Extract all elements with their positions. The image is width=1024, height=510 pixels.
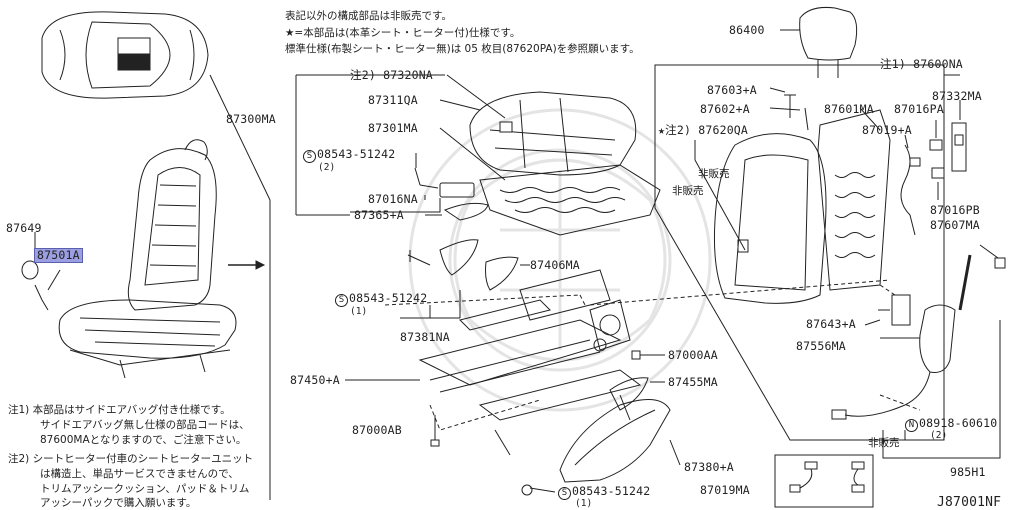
footnote-2-line-1: 注2) シートヒーター付車のシートヒーターユニット bbox=[8, 453, 254, 465]
header-note-2: ★=本部品は(本革シート・ヒーター付)仕様です。 bbox=[285, 27, 521, 39]
footnote-1-line-1: 注1) 本部品はサイドエアバッグ付き仕様です。 bbox=[8, 404, 231, 416]
part-87381na[interactable]: 87381NA bbox=[400, 330, 450, 344]
panel-87332ma bbox=[951, 122, 967, 172]
footnote-1-line-3: 87600MAとなりますので、ご注意下さい。 bbox=[40, 434, 247, 446]
switch-87016na bbox=[439, 182, 475, 198]
car-leader-line bbox=[209, 74, 271, 500]
harness-87019ma bbox=[774, 454, 874, 508]
car-top-view bbox=[41, 11, 209, 99]
s-symbol: S bbox=[335, 294, 348, 307]
footnote-1-line-2: サイドエアバッグ無し仕様の部品コードは、 bbox=[40, 419, 250, 431]
part-number: 08543-51242 bbox=[572, 484, 651, 498]
part-87649[interactable]: 87649 bbox=[6, 221, 42, 235]
cover-87406ma bbox=[485, 256, 519, 291]
screw-87603a bbox=[784, 94, 796, 118]
finisher-87380a bbox=[559, 399, 671, 483]
header-note-3: 標準仕様(布製シート・ヒーター無)は 05 枚目(87620PA)を参照願います… bbox=[285, 43, 640, 55]
footnote-2-line-4: アッシーパックで購入願います。 bbox=[40, 497, 197, 509]
rail-87607ma bbox=[958, 254, 972, 311]
part-87380a[interactable]: 87380+A bbox=[684, 460, 734, 474]
qty-08543-b: (1) bbox=[350, 306, 368, 317]
part-87406ma[interactable]: 87406MA bbox=[530, 258, 580, 272]
seatback-trim bbox=[713, 133, 827, 304]
cushion-trim bbox=[469, 91, 637, 176]
cushion-frame bbox=[479, 164, 661, 236]
not-sold-mark-3: 非販売 bbox=[868, 437, 900, 449]
part-87601ma[interactable]: 87601MA bbox=[824, 102, 874, 116]
part-87556ma[interactable]: 87556MA bbox=[796, 339, 846, 353]
screw-87602a bbox=[804, 107, 809, 131]
cover-87381na bbox=[439, 239, 479, 276]
qty-08543-a: (2) bbox=[318, 162, 336, 173]
part-87603a[interactable]: 87603+A bbox=[707, 83, 757, 97]
part-87019a[interactable]: 87019+A bbox=[862, 123, 912, 137]
watermark-emblem bbox=[408, 108, 712, 412]
n-symbol: N bbox=[905, 419, 918, 432]
footnote-2-line-3: トリムアッシークッション、パッド＆トリム bbox=[40, 483, 250, 495]
part-87320na[interactable]: 注2) 87320NA bbox=[350, 68, 433, 82]
switch-87016pb bbox=[931, 167, 945, 179]
headrest-86400 bbox=[799, 7, 858, 78]
header-note-1: 表記以外の構成部品は非販売です。 bbox=[285, 10, 452, 22]
cover-87455ma bbox=[609, 377, 649, 411]
diagram-id: J87001NF bbox=[937, 495, 1002, 510]
seat-frame-rails bbox=[418, 269, 642, 456]
part-87019ma[interactable]: 87019MA bbox=[700, 483, 750, 497]
s-symbol: S bbox=[558, 487, 571, 500]
part-87016pa[interactable]: 87016PA bbox=[894, 102, 944, 116]
part-87000ab[interactable]: 87000AB bbox=[352, 423, 402, 437]
harness-87019a bbox=[900, 144, 916, 236]
airbag-87556ma bbox=[831, 304, 956, 420]
part-87643a[interactable]: 87643+A bbox=[806, 317, 856, 331]
part-87301ma[interactable]: 87301MA bbox=[368, 121, 418, 135]
part-87016na[interactable]: 87016NA bbox=[368, 192, 418, 206]
part-87450a[interactable]: 87450+A bbox=[290, 373, 340, 387]
part-87000aa[interactable]: 87000AA bbox=[668, 348, 718, 362]
part-87365a[interactable]: 87365+A bbox=[354, 208, 404, 222]
part-87602a[interactable]: 87602+A bbox=[700, 102, 750, 116]
qty-08918: (2) bbox=[930, 430, 948, 441]
part-number: 08918-60610 bbox=[919, 416, 998, 430]
not-sold-mark-2: 非販売 bbox=[672, 185, 704, 197]
part-87455ma[interactable]: 87455MA bbox=[668, 375, 718, 389]
part-87607ma[interactable]: 87607MA bbox=[930, 218, 980, 232]
seatback-frame bbox=[817, 109, 891, 291]
bracket-87643a bbox=[891, 294, 911, 326]
part-87016pb[interactable]: 87016PB bbox=[930, 203, 980, 217]
clip-87501a bbox=[34, 284, 49, 311]
footnote-2-line-2: は構造上、単品サービスできませんので、 bbox=[40, 468, 239, 480]
not-sold-mark-1: 非販売 bbox=[698, 168, 730, 180]
cover-87365a bbox=[443, 202, 489, 221]
switch-87016pa bbox=[929, 139, 943, 151]
part-87600na[interactable]: 注1) 87600NA bbox=[880, 57, 963, 71]
part-87620qa[interactable]: ★注2) 87620QA bbox=[658, 123, 749, 137]
part-87332ma[interactable]: 87332MA bbox=[932, 89, 982, 103]
part-985h1[interactable]: 985H1 bbox=[950, 465, 986, 479]
part-87300ma[interactable]: 87300MA bbox=[226, 112, 276, 126]
part-87501a-highlighted[interactable]: 87501A bbox=[34, 248, 83, 263]
knob-87649 bbox=[21, 260, 39, 280]
part-number: 08543-51242 bbox=[317, 147, 396, 161]
complete-seat-illustration bbox=[58, 139, 237, 379]
part-86400[interactable]: 86400 bbox=[729, 23, 765, 37]
s-symbol: S bbox=[303, 150, 316, 163]
qty-08543-c: (1) bbox=[575, 498, 593, 509]
part-87311qa[interactable]: 87311QA bbox=[368, 93, 418, 107]
part-number: 08543-51242 bbox=[349, 291, 428, 305]
